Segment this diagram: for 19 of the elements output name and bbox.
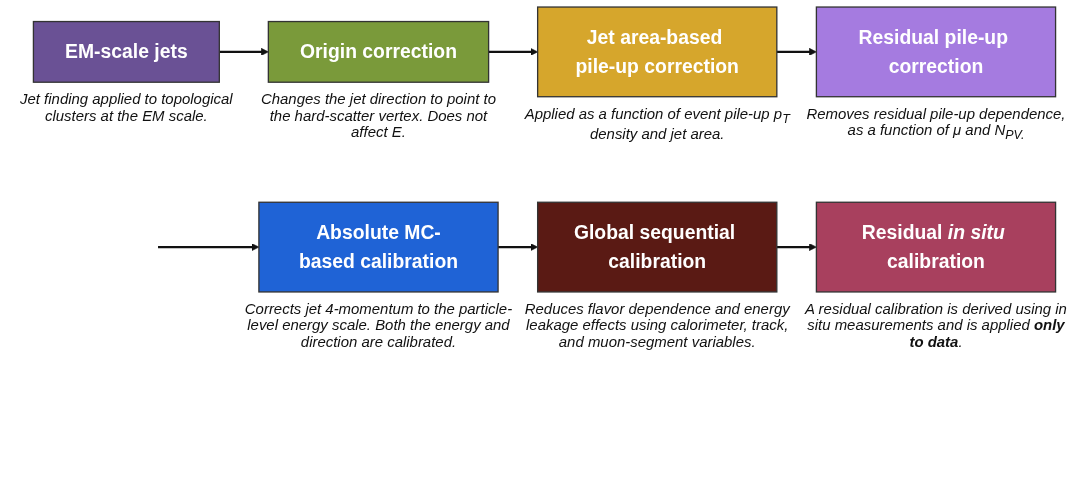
description-text: Jet finding applied to topological clusters at the EM scale.: [19, 91, 234, 125]
node-box: Absolute MC-based calibration: [258, 201, 499, 293]
arrow: [488, 48, 538, 56]
description-text: Removes residual pile-up dependence, as a function of μ and N$_{PV.}$: [805, 105, 1067, 144]
node-box: Origin correction: [267, 20, 490, 83]
node-box: Global sequential calibration: [537, 201, 778, 293]
arrow: [498, 243, 538, 251]
description-text: Reduces flavor dependence and energy leakage effects using calorimeter, track, and muon-segment variables.: [523, 300, 792, 351]
description-text: Corrects jet 4-momentum to the particle-level energy scale. Both the energy and direction are calibrated.: [243, 300, 514, 351]
description-text: Changes the jet direction to point to the hard-scatter vertex. Does not affect E.: [259, 91, 497, 142]
node-box: Residual pile-up correction: [815, 6, 1057, 98]
node-box: Residual in situ calibration: [815, 201, 1057, 293]
node-box: Jet area-based pile-up correction: [537, 6, 778, 98]
node-box: EM-scale jets: [32, 20, 220, 83]
arrow: [219, 48, 269, 56]
arrow: [776, 243, 817, 251]
arrow: [776, 48, 817, 56]
description-text: Applied as a function of event pile-up p$_{T}$ density and jet area.: [523, 105, 792, 144]
description-text: A residual calibration is derived using in situ measurements and is applied only to data.: [803, 300, 1068, 351]
